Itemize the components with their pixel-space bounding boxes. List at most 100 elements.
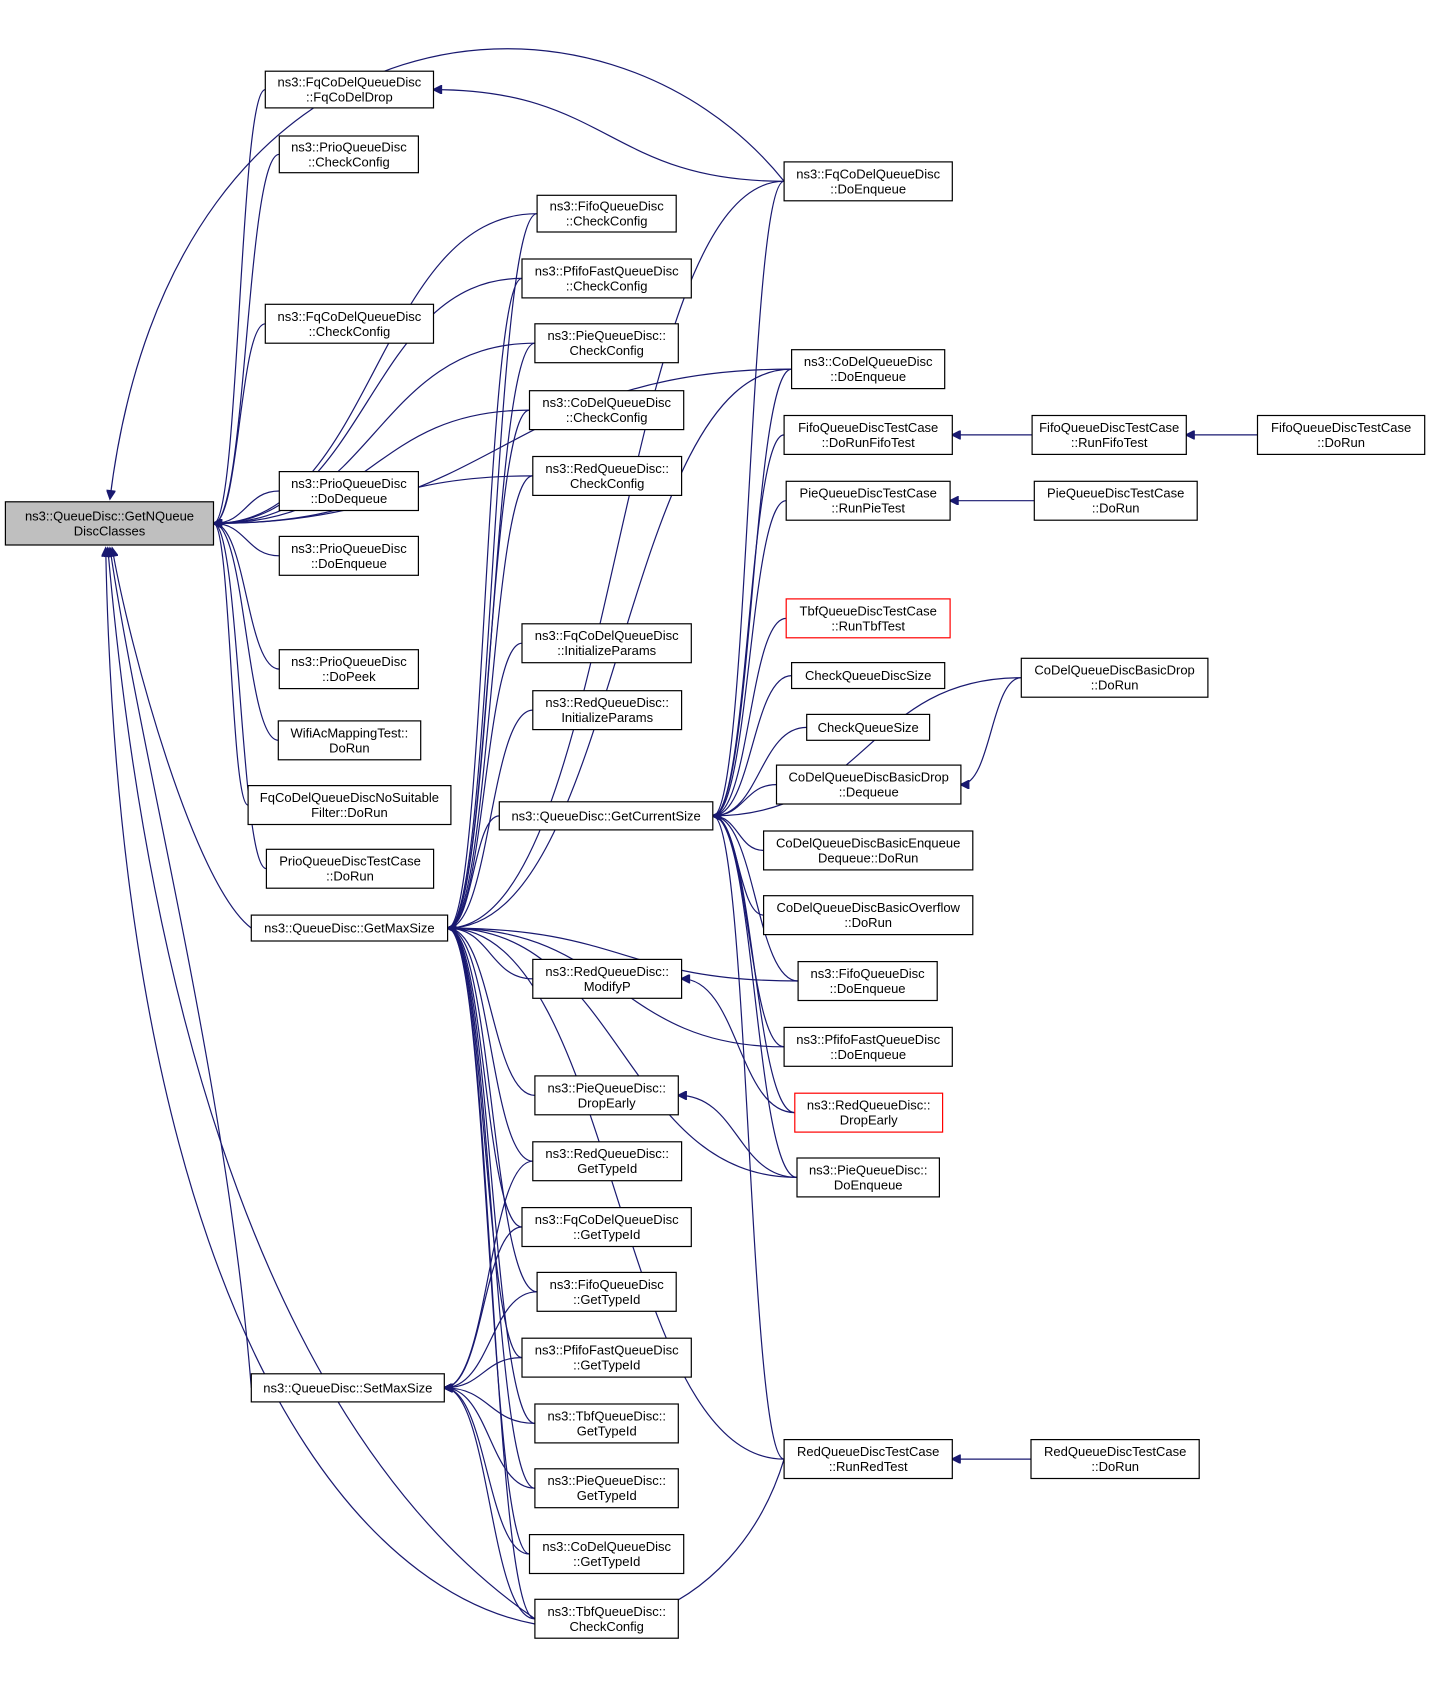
node-label: ::DoRun [1091, 1459, 1139, 1474]
node-label: ::RunRedTest [829, 1459, 908, 1474]
edge-n12-to-n10 [448, 213, 538, 928]
node-label: ns3::QueueDisc::SetMaxSize [263, 1380, 432, 1395]
node-box [794, 1092, 944, 1133]
graph-node-n44[interactable]: RedQueueDiscTestCase::RunRedTest [783, 1438, 953, 1480]
edge-n16-to-n10 [448, 475, 533, 928]
graph-node-n30[interactable]: ns3::FqCoDelQueueDisc::DoEnqueue [783, 161, 953, 202]
graph-node-n21[interactable]: ns3::PieQueueDisc::DropEarly [534, 1075, 679, 1116]
edge-n42-to-n19 [713, 816, 795, 1114]
node-label: ::DoEnqueue [311, 556, 387, 571]
edge-n30-to-n19 [713, 180, 785, 816]
edge-n17-to-n10 [448, 642, 523, 928]
graph-node-n16[interactable]: ns3::RedQueueDisc::CheckConfig [532, 455, 683, 497]
node-box [783, 414, 953, 456]
graph-node-n11[interactable]: ns3::QueueDisc::SetMaxSize [250, 1373, 445, 1403]
node-box [790, 661, 946, 690]
graph-node-n43[interactable]: ns3::PieQueueDisc::DoEnqueue [796, 1157, 940, 1198]
node-label: ::DoEnqueue [830, 981, 906, 996]
graph-node-n32[interactable]: FifoQueueDiscTestCase::DoRunFifoTest [783, 414, 953, 456]
graph-node-n26[interactable]: ns3::TbfQueueDisc::GetTypeId [534, 1403, 679, 1444]
graph-node-n20[interactable]: ns3::RedQueueDisc::ModifyP [532, 958, 683, 999]
node-label: GetTypeId [577, 1161, 637, 1176]
node-label: ns3::RedQueueDisc:: [545, 695, 669, 710]
graph-node-n23[interactable]: ns3::FqCoDelQueueDisc::GetTypeId [521, 1206, 692, 1248]
edge-n30-to-n0 [110, 48, 785, 499]
graph-node-n3[interactable]: ns3::FqCoDelQueueDisc::CheckConfig [264, 303, 435, 344]
edge-n44-to-n10 [448, 928, 785, 1460]
graph-node-n14[interactable]: ns3::PieQueueDisc::CheckConfig [534, 323, 679, 364]
graph-node-n1[interactable]: ns3::FqCoDelQueueDisc::FqCoDelDrop [264, 70, 435, 109]
graph-node-n12[interactable]: ns3::FifoQueueDisc::CheckConfig [536, 194, 677, 233]
graph-node-n9[interactable]: PrioQueueDiscTestCase::DoRun [265, 848, 435, 889]
node-box [775, 764, 962, 805]
graph-node-n37[interactable]: CoDelQueueDiscBasicDrop::Dequeue [775, 764, 962, 805]
node-box [1020, 657, 1209, 698]
node-box [796, 1157, 940, 1198]
edge-n22-to-n11 [444, 1160, 533, 1388]
graph-node-n45[interactable]: FifoQueueDiscTestCase::RunFifoTest [1031, 414, 1187, 456]
node-label: DropEarly [578, 1095, 636, 1110]
edge-n44-to-n19 [713, 816, 785, 1460]
node-label: ns3::FifoQueueDisc [811, 966, 926, 981]
graph-node-n10[interactable]: ns3::QueueDisc::GetMaxSize [250, 914, 449, 942]
node-label: DropEarly [840, 1113, 898, 1128]
graph-node-n39[interactable]: CoDelQueueDiscBasicOverflow::DoRun [762, 895, 974, 936]
node-box [264, 70, 435, 109]
graph-node-n42[interactable]: ns3::RedQueueDisc::DropEarly [794, 1092, 944, 1133]
edge-n36-to-n19 [713, 726, 807, 816]
graph-node-n22[interactable]: ns3::RedQueueDisc::GetTypeId [532, 1141, 683, 1182]
graph-node-n48[interactable]: RedQueueDiscTestCase::DoRun [1030, 1438, 1200, 1480]
node-label: PieQueueDiscTestCase [800, 486, 937, 501]
edge-n29-to-n10 [448, 928, 536, 1620]
graph-node-n34[interactable]: TbfQueueDiscTestCase::RunTbfTest [785, 598, 951, 639]
node-label: ::CheckConfig [566, 278, 648, 293]
graph-node-n35[interactable]: CheckQueueDiscSize [790, 661, 946, 690]
graph-node-n24[interactable]: ns3::FifoQueueDisc::GetTypeId [536, 1271, 677, 1312]
graph-node-n17[interactable]: ns3::FqCoDelQueueDisc::InitializeParams [521, 623, 692, 664]
edge-n18-to-n10 [448, 709, 533, 928]
graph-node-n27[interactable]: ns3::PieQueueDisc::GetTypeId [534, 1468, 679, 1509]
graph-node-n19[interactable]: ns3::QueueDisc::GetCurrentSize [498, 801, 714, 831]
graph-node-n36[interactable]: CheckQueueSize [806, 713, 931, 741]
edge-n9-to-n0 [214, 523, 267, 870]
graph-node-n5[interactable]: ns3::PrioQueueDisc::DoEnqueue [278, 535, 419, 576]
graph-node-n31[interactable]: ns3::CoDelQueueDisc::DoEnqueue [790, 349, 946, 390]
node-box [534, 1598, 679, 1639]
node-label: ns3::TbfQueueDisc:: [547, 1604, 666, 1619]
node-box [278, 649, 419, 690]
node-box [4, 501, 215, 546]
node-label: ::RunTbfTest [831, 618, 905, 633]
node-label: ::DoEnqueue [830, 369, 906, 384]
node-label: ns3::PrioQueueDisc [291, 476, 407, 491]
graph-node-n41[interactable]: ns3::PfifoFastQueueDisc::DoEnqueue [783, 1026, 953, 1067]
node-label: FifoQueueDiscTestCase [1039, 420, 1179, 435]
graph-node-n28[interactable]: ns3::CoDelQueueDisc::GetTypeId [528, 1533, 685, 1575]
graph-node-n29[interactable]: ns3::TbfQueueDisc::CheckConfig [534, 1598, 679, 1639]
graph-node-n18[interactable]: ns3::RedQueueDisc::InitializeParams [532, 690, 683, 731]
node-box [762, 830, 974, 871]
node-label: ns3::PrioQueueDisc [291, 541, 407, 556]
graph-node-n47[interactable]: CoDelQueueDiscBasicDrop::DoRun [1020, 657, 1209, 698]
graph-node-n13[interactable]: ns3::PfifoFastQueueDisc::CheckConfig [521, 258, 692, 299]
node-box [1030, 1438, 1200, 1480]
node-label: ns3::QueueDisc::GetCurrentSize [511, 808, 700, 823]
graph-node-n6[interactable]: ns3::PrioQueueDisc::DoPeek [278, 649, 419, 690]
graph-node-n33[interactable]: PieQueueDiscTestCase::RunPieTest [785, 480, 951, 521]
graph-node-n2[interactable]: ns3::PrioQueueDisc::CheckConfig [278, 135, 419, 174]
node-label: PrioQueueDiscTestCase [279, 854, 421, 869]
node-label: DoEnqueue [834, 1177, 903, 1192]
graph-node-n25[interactable]: ns3::PfifoFastQueueDisc::GetTypeId [521, 1337, 692, 1378]
graph-node-n15[interactable]: ns3::CoDelQueueDisc::CheckConfig [528, 390, 685, 431]
edge-n26-to-n10 [448, 928, 536, 1424]
graph-node-n46[interactable]: PieQueueDiscTestCase::DoRun [1033, 480, 1198, 521]
edge-n35-to-n19 [713, 675, 792, 816]
graph-node-n49[interactable]: FifoQueueDiscTestCase::DoRun [1256, 414, 1426, 456]
edge-n21-to-n10 [448, 928, 535, 1096]
graph-node-n40[interactable]: ns3::FifoQueueDisc::DoEnqueue [797, 960, 938, 1002]
node-label: ns3::PfifoFastQueueDisc [796, 1032, 940, 1047]
graph-node-n4[interactable]: ns3::PrioQueueDisc::DoDequeue [278, 471, 419, 512]
graph-node-n7[interactable]: WifiAcMappingTest::DoRun [277, 720, 422, 761]
